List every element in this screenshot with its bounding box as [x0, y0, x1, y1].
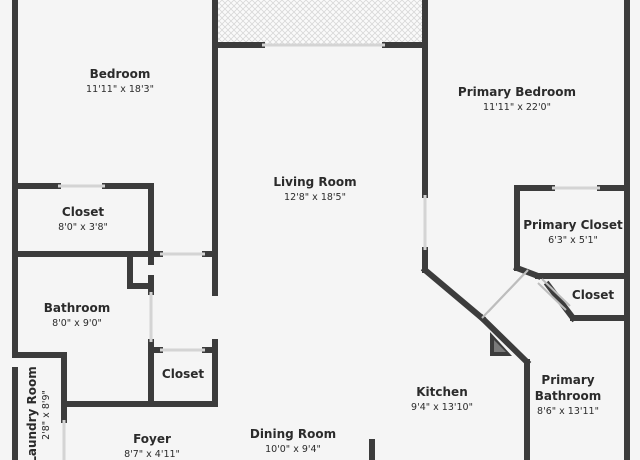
room-name-bedroom: Bedroom [90, 67, 151, 81]
room-name-laundry-room: Laundry Room [25, 366, 39, 460]
room-name-living-room: Living Room [273, 175, 356, 189]
room-dims-living-room: 12'8" x 18'5" [284, 192, 346, 203]
room-dims-foyer: 8'7" x 4'11" [124, 449, 180, 460]
room-labels: Bedroom 11'11" x 18'3" Living Room 12'8"… [25, 67, 623, 460]
room-name-bathroom: Bathroom [44, 301, 110, 315]
room-dims-dining-room: 10'0" x 9'4" [265, 444, 321, 455]
balcony [218, 0, 423, 45]
stair-marker [490, 332, 512, 356]
doors [481, 269, 571, 319]
room-dims-bedroom: 11'11" x 18'3" [86, 84, 154, 95]
room-name-closet-right: Closet [572, 288, 614, 302]
room-name-foyer: Foyer [133, 432, 171, 446]
room-dims-kitchen: 9'4" x 13'10" [411, 402, 473, 413]
room-dims-closet-left: 8'0" x 3'8" [58, 222, 108, 233]
room-dims-primary-closet: 6'3" x 5'1" [548, 235, 598, 246]
room-dims-primary-bathroom: 8'6" x 13'11" [537, 406, 599, 417]
room-name-kitchen: Kitchen [416, 385, 468, 399]
windows [58, 43, 600, 460]
room-name-primary-bathroom-line1: Primary [541, 373, 594, 387]
room-dims-primary-bedroom: 11'11" x 22'0" [483, 102, 551, 113]
room-name-primary-bedroom: Primary Bedroom [458, 85, 576, 99]
walls [12, 0, 630, 460]
room-name-closet-small: Closet [162, 367, 204, 381]
room-name-dining-room: Dining Room [250, 427, 336, 441]
room-name-closet-left: Closet [62, 205, 104, 219]
room-dims-laundry-room: 2'8" x 8'9" [41, 390, 52, 440]
room-name-primary-bathroom-line2: Bathroom [535, 389, 601, 403]
room-dims-bathroom: 8'0" x 9'0" [52, 318, 102, 329]
room-name-primary-closet: Primary Closet [523, 218, 623, 232]
